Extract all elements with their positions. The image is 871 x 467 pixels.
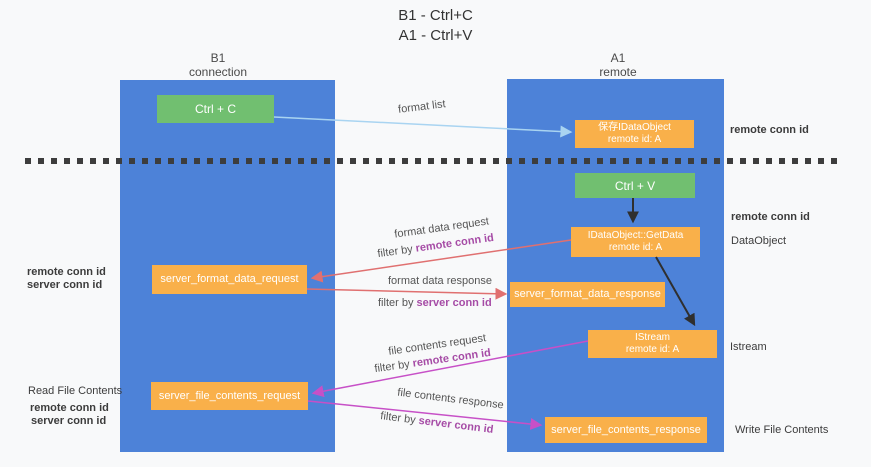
right-column-sub: remote [599,65,637,79]
save-dataobject-box: 保存IDataObject remote id: A [575,120,694,148]
istream-line1: IStream [634,332,670,343]
server-format-data-response-label: server_format_data_response [514,288,661,300]
filter-key: server conn id [416,297,492,309]
format-data-response-label: format data response [388,275,492,287]
ctrl-c-label: Ctrl + C [194,102,236,116]
ctrl-v-box: Ctrl + V [575,173,695,198]
getdata-box: IDataObject::GetData remote id: A [571,227,700,257]
server-file-contents-request-box: server_file_contents_request [151,382,308,410]
left-server-conn-id-file-annotation: server conn id [31,415,107,427]
left-column-sub: connection [188,65,248,79]
server-file-contents-response-box: server_file_contents_response [545,417,707,443]
format-data-response-arrow [306,287,508,300]
left-server-conn-id-format-annotation: server conn id [27,279,103,291]
server-file-contents-request-label: server_file_contents_request [158,389,301,402]
right-column-name: A1 [610,51,626,65]
server-file-contents-response-label: server_file_contents_response [551,423,701,436]
server-format-data-request-label: server_format_data_request [160,273,299,285]
title-line-1: B1 - Ctrl+C [398,7,473,24]
istream-line2: remote id: A [625,344,680,355]
filter-key: server conn id [417,414,495,436]
file-contents-response-filter-label: filter by server conn id [380,410,494,436]
filter-prefix: filter by [373,357,414,376]
istream-annotation: Istream [730,341,767,353]
read-file-contents-annotation: Read File Contents [28,385,123,397]
save-dataobject-line2: remote id: A [607,134,662,145]
diagram-title: B1 - Ctrl+C A1 - Ctrl+V [0,6,871,46]
format-list-label: format list [397,98,447,116]
left-remote-conn-id-format-annotation: remote conn id [27,266,106,278]
format-data-response-filter-label: filter by server conn id [378,297,492,309]
filter-prefix: filter by [376,242,417,261]
right-column-header: A1 remote [568,51,668,79]
getdata-line2: remote id: A [608,242,663,253]
left-column-header: B1 connection [168,51,268,79]
left-remote-conn-id-file-annotation: remote conn id [30,402,109,414]
getdata-line1: IDataObject::GetData [587,230,684,241]
ctrl-c-box: Ctrl + C [157,95,274,123]
copy-paste-divider [25,158,838,164]
server-format-data-request-box: server_format_data_request [152,265,307,294]
ctrl-v-label: Ctrl + V [614,178,656,193]
filter-prefix: filter by [378,297,417,309]
file-contents-response-label: file contents response [396,386,505,412]
dataobject-annotation: DataObject [731,235,787,247]
title-line-2: A1 - Ctrl+V [398,27,473,44]
remote-conn-id-top-annotation: remote conn id [730,124,809,136]
filter-prefix: filter by [379,410,420,427]
istream-box: IStream remote id: A [588,330,717,358]
left-column-name: B1 [210,51,226,65]
server-format-data-response-box: server_format_data_response [510,282,665,307]
remote-conn-id-mid-annotation: remote conn id [731,211,810,223]
save-dataobject-line1: 保存IDataObject [598,122,671,133]
write-file-contents-annotation: Write File Contents [735,424,829,436]
